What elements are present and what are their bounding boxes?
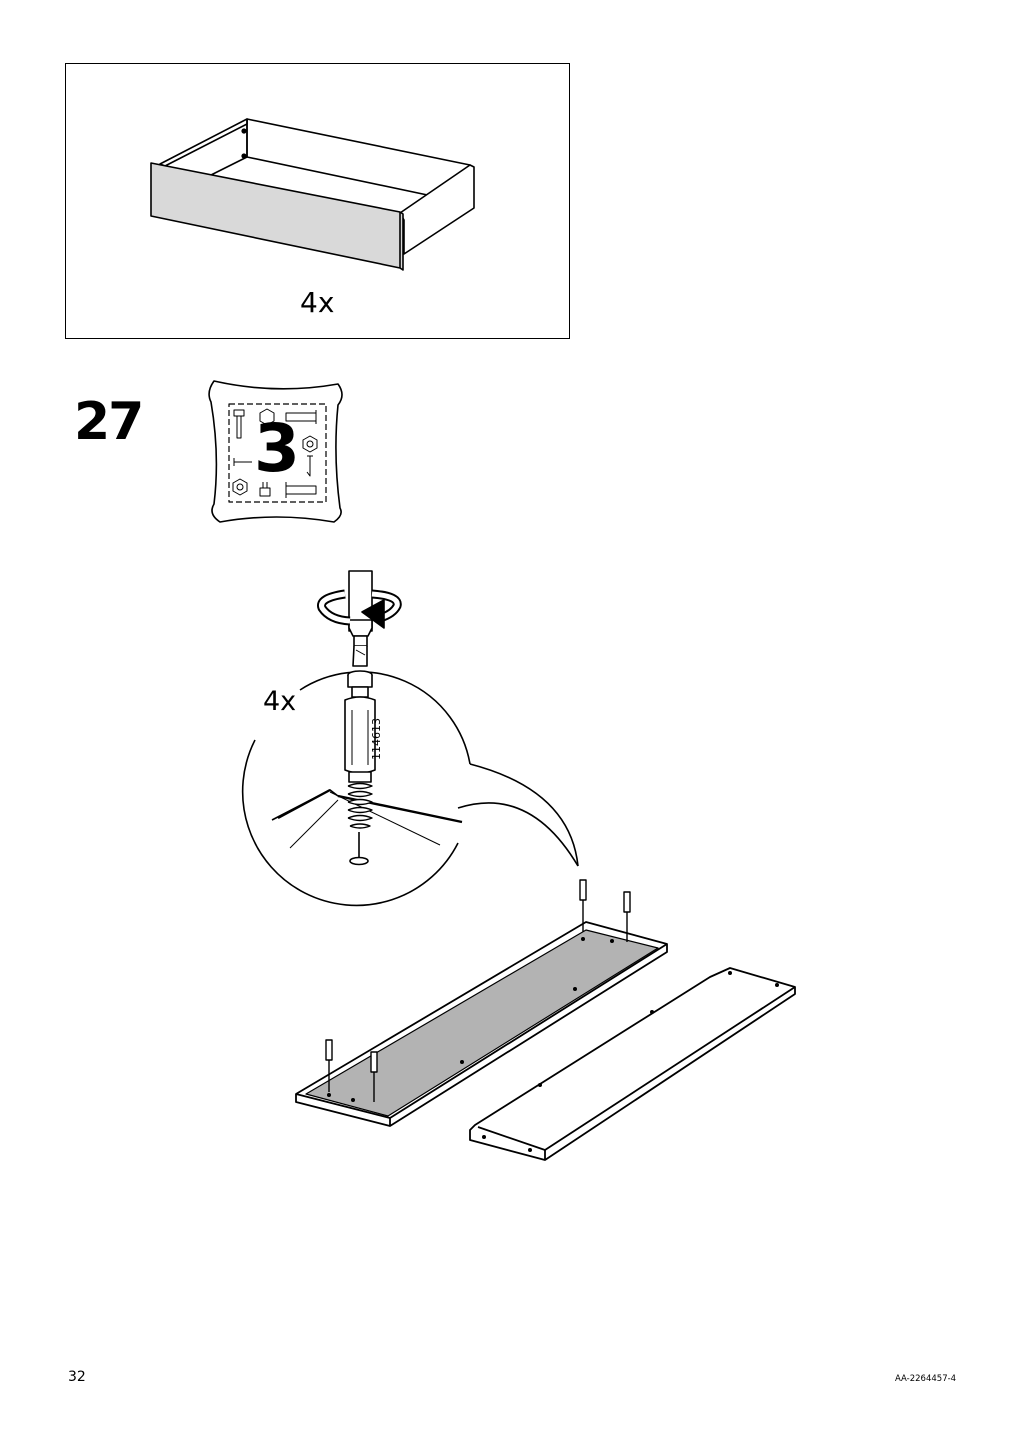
step-number: 27	[74, 392, 144, 452]
drawer-illustration	[150, 118, 475, 271]
page-number: 32	[68, 1369, 86, 1385]
drawer-info-frame	[65, 63, 570, 339]
document-code: AA-2264457-4	[895, 1374, 957, 1384]
bag-number: 3	[254, 410, 300, 487]
board-with-dowels	[295, 879, 668, 1127]
screwdriver-rotate-icon	[317, 570, 402, 667]
side-panel-board	[469, 967, 796, 1161]
drawer-quantity-label: 4x	[300, 286, 335, 319]
hardware-bag-icon	[208, 380, 343, 523]
dowel-quantity-label: 4x	[263, 686, 297, 717]
cam-dowel-icon	[344, 670, 376, 829]
part-number: 114613	[370, 718, 383, 760]
